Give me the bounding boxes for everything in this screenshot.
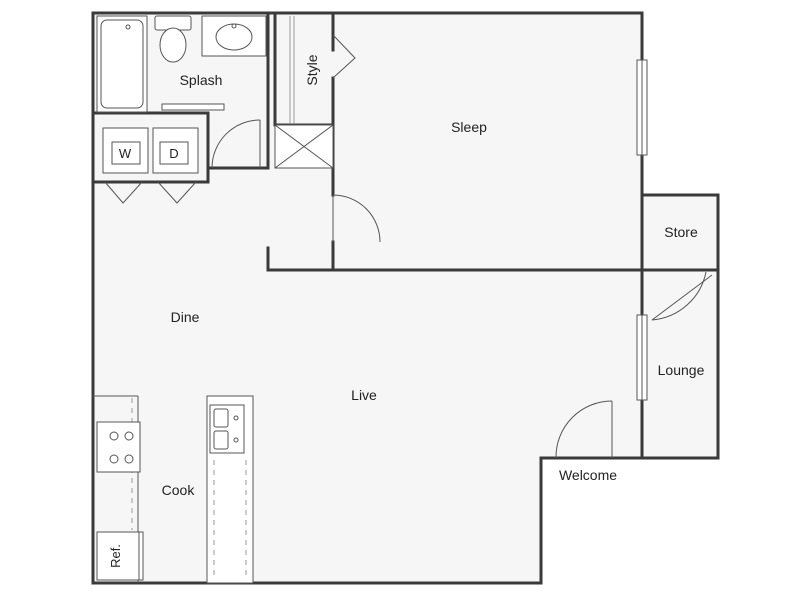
room-label-welcome: Welcome bbox=[559, 467, 617, 483]
stove bbox=[96, 421, 141, 473]
lounge-sliding-door bbox=[636, 314, 648, 401]
refrigerator bbox=[96, 531, 144, 581]
washer-label: W bbox=[119, 146, 132, 161]
room-label-live: Live bbox=[351, 387, 377, 403]
fridge-label: Ref. bbox=[108, 544, 123, 568]
room-label-dine: Dine bbox=[171, 309, 200, 325]
laundry-bifold-doors bbox=[104, 181, 197, 204]
kitchen-sink bbox=[209, 404, 245, 454]
room-label-splash: Splash bbox=[180, 72, 223, 88]
room-label-lounge: Lounge bbox=[658, 362, 705, 378]
room-label-style: Style bbox=[304, 54, 320, 85]
dryer bbox=[152, 127, 199, 174]
washer bbox=[102, 127, 149, 174]
bath-towel-bar bbox=[161, 103, 225, 111]
bedroom-door bbox=[332, 194, 381, 243]
room-label-sleep: Sleep bbox=[451, 119, 487, 135]
bathroom-sink bbox=[201, 15, 267, 57]
bathtub bbox=[96, 15, 148, 113]
store-door bbox=[651, 271, 713, 321]
toilet bbox=[154, 15, 192, 63]
bedroom-window bbox=[636, 59, 648, 156]
linen-cabinet bbox=[274, 124, 334, 169]
entry-door bbox=[555, 400, 613, 459]
closet-rod bbox=[289, 16, 295, 123]
room-label-cook: Cook bbox=[162, 482, 196, 498]
bathroom-door bbox=[211, 119, 261, 169]
style-closet-door bbox=[332, 34, 356, 79]
dryer-label: D bbox=[169, 146, 178, 161]
room-label-store: Store bbox=[664, 224, 698, 240]
